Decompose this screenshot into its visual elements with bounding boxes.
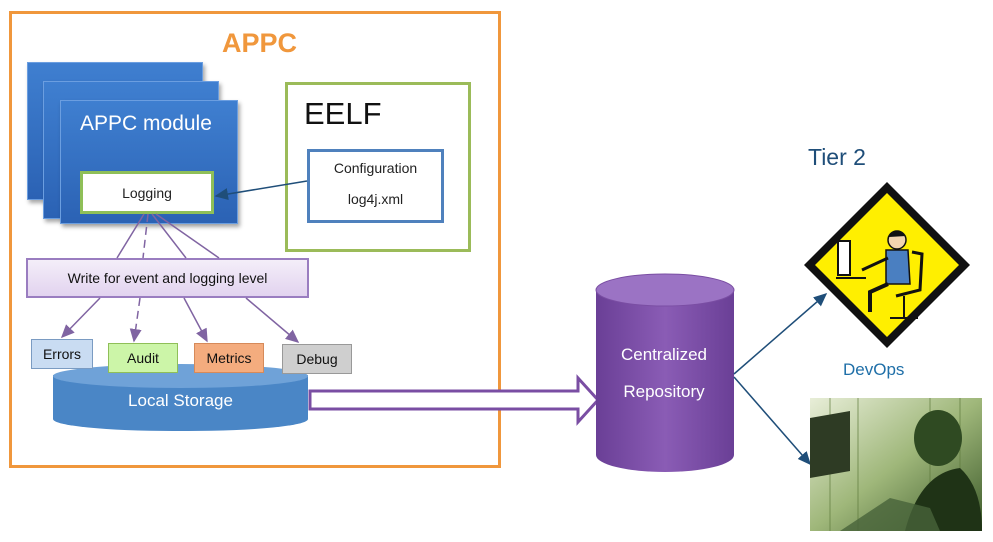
logging-line-4 xyxy=(155,213,220,259)
repo-to-analyst-arrow xyxy=(733,376,811,466)
logging-box: Logging xyxy=(80,171,214,214)
arrow-to-audit xyxy=(129,297,142,343)
logging-line-2 xyxy=(142,213,149,259)
appc-frame xyxy=(9,11,501,468)
local-storage-label: Local Storage xyxy=(128,391,233,410)
arrow-to-metrics xyxy=(183,297,208,343)
errors-tag: Errors xyxy=(31,339,93,369)
configuration-label: Configuration xyxy=(333,160,418,176)
logging-line-3 xyxy=(151,213,187,259)
tier-2-label: Tier 2 xyxy=(808,144,866,170)
config-file-label: log4j.xml xyxy=(347,191,404,207)
centralized-repository xyxy=(595,273,735,472)
devops-warning-sign-icon xyxy=(804,182,970,348)
debug-tag: Debug xyxy=(282,344,352,374)
storage-to-repository-arrow xyxy=(308,374,601,426)
eelf-title: EELF xyxy=(304,96,382,131)
config-to-logging-arrow xyxy=(214,180,308,200)
devops-label: DevOps xyxy=(843,360,905,379)
metrics-tag: Metrics xyxy=(194,343,264,373)
local-storage-top xyxy=(53,364,308,388)
appc-title: APPC xyxy=(222,28,298,58)
logging-line-1 xyxy=(116,213,145,259)
matrix-analyst-image xyxy=(810,398,982,531)
configuration-box xyxy=(307,149,444,223)
repository-label-line1: Centralized xyxy=(621,345,707,364)
write-event-level-bar: Write for event and logging level xyxy=(26,258,309,298)
repository-label-line2: Repository xyxy=(623,382,705,401)
arrow-to-errors xyxy=(60,297,101,339)
repo-to-devops-arrow xyxy=(733,293,828,375)
analyst-photo-graphic xyxy=(810,398,982,531)
audit-tag: Audit xyxy=(108,343,178,373)
arrow-to-debug xyxy=(245,297,300,343)
appc-module-title: APPC module xyxy=(80,112,212,135)
